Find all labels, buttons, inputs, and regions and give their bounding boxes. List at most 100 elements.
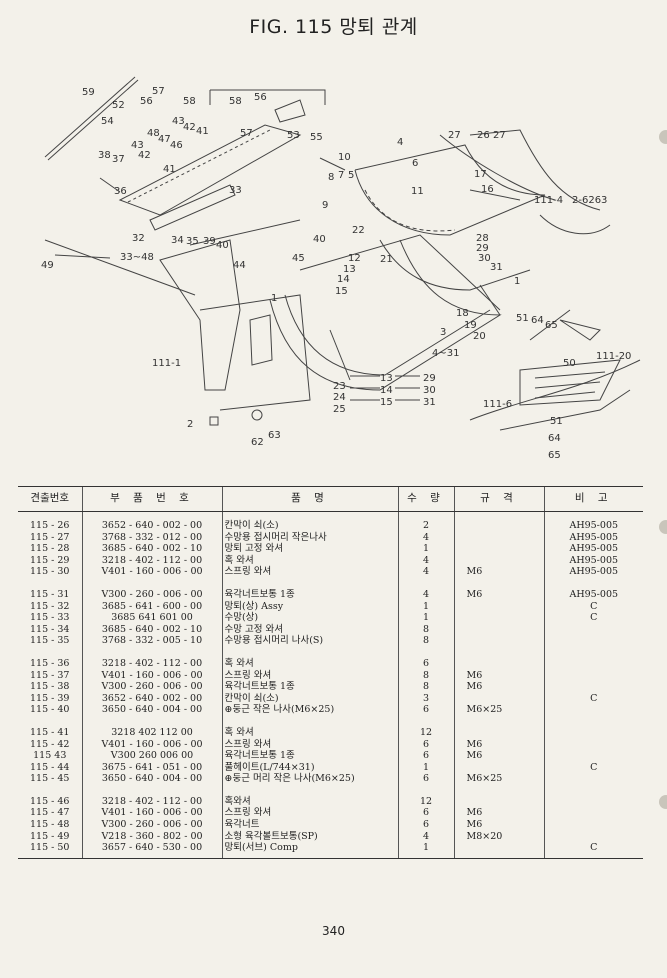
spacer-cell — [543, 784, 643, 796]
callout: 56 — [140, 96, 153, 107]
remark-cell — [543, 807, 643, 820]
part-name-cell: 스프링 와셔 — [221, 669, 398, 682]
part-number-cell: 3218 - 402 - 112 - 00 — [81, 554, 222, 567]
spec-cell — [453, 657, 544, 670]
part-name-cell: 혹 와셔 — [221, 554, 398, 567]
part-number-cell: V401 - 160 - 006 - 00 — [81, 669, 222, 682]
part-name-cell: 수망(상) — [221, 612, 398, 624]
callout: 33~48 — [120, 252, 154, 263]
part-index-cell: 115 - 45 — [30, 773, 70, 785]
callout: 51 — [516, 313, 529, 324]
part-name-cell: 수망 고정 와셔 — [221, 623, 398, 636]
callout: 13 — [380, 373, 393, 384]
spacer-cell — [397, 646, 454, 658]
part-number-cell: 3218 - 402 - 112 - 00 — [81, 657, 222, 670]
callout: 17 — [474, 169, 487, 180]
page-number: 340 — [322, 924, 345, 938]
quantity-cell: 4 — [397, 588, 454, 601]
part-name-cell: 혹와셔 — [221, 795, 398, 808]
spec-cell — [453, 511, 544, 532]
part-number-cell: 3685 - 641 - 600 - 00 — [81, 600, 222, 613]
part-number-cell: 3218 402 112 00 — [81, 726, 222, 739]
callout: 64 — [531, 315, 544, 326]
quantity-cell: 6 — [397, 807, 454, 820]
part-index-cell: 115 - 31 — [30, 588, 70, 600]
callout: 41 — [196, 126, 209, 137]
callout: 111-4 — [534, 195, 563, 206]
callout: 18 — [456, 308, 469, 319]
quantity-cell: 1 — [397, 612, 454, 624]
quantity-cell: 6 — [397, 657, 454, 670]
group-spacer — [18, 784, 643, 796]
quantity-cell: 12 — [397, 726, 454, 739]
part-index-cell: 115 - 34 — [30, 623, 70, 635]
spec-cell — [453, 761, 544, 774]
callout: 4 — [397, 137, 403, 148]
spec-cell — [453, 554, 544, 567]
part-index-cell: 115 43 — [33, 750, 67, 762]
part-index-cell: 115 - 28 — [30, 543, 70, 555]
callout: 42 — [138, 150, 151, 161]
binding-hole — [659, 795, 667, 809]
callout: 55 — [310, 132, 323, 143]
part-number-cell: 3685 - 640 - 002 - 10 — [81, 623, 222, 636]
callout: 29 — [476, 243, 489, 254]
part-name-cell: 수망용 접시머리 나사(S) — [221, 635, 398, 647]
part-number-cell: 3650 - 640 - 004 - 00 — [81, 704, 222, 716]
callout: 62 — [251, 437, 264, 448]
part-index-cell: 115 - 41 — [30, 726, 70, 738]
part-index-cell: 115 - 37 — [30, 669, 70, 681]
quantity-cell: 4 — [397, 531, 454, 544]
part-index-cell: 115 - 47 — [30, 807, 70, 819]
callout: 65 — [545, 320, 558, 331]
quantity-cell: 6 — [397, 704, 454, 716]
callout: 43 — [172, 116, 185, 127]
callout: 5 — [348, 170, 354, 181]
part-number-cell: 3685 641 601 00 — [81, 612, 222, 624]
spacer-cell — [221, 577, 398, 589]
part-name-cell: 망퇴(상) Assy — [221, 600, 398, 613]
header-remark: 비 고 — [543, 486, 643, 512]
spec-cell: M8×20 — [453, 830, 544, 843]
quantity-cell: 8 — [397, 669, 454, 682]
callout: 33 — [229, 185, 242, 196]
part-number-cell: 3652 - 640 - 002 - 00 — [81, 511, 222, 532]
remark-cell — [543, 738, 643, 751]
callout: 30 — [478, 253, 491, 264]
callout: 111-20 — [596, 351, 631, 362]
group-spacer — [18, 577, 643, 589]
remark-cell — [543, 623, 643, 636]
callout: 29 — [423, 373, 436, 384]
callout: 46 — [170, 140, 183, 151]
part-name-cell: 스프링 와셔 — [221, 807, 398, 820]
spec-cell: M6×25 — [453, 704, 544, 716]
spec-cell: M6 — [453, 750, 544, 762]
callout: 40 — [216, 240, 229, 251]
part-number-cell: V218 - 360 - 802 - 00 — [81, 830, 222, 843]
header-part-name: 품 명 — [221, 486, 398, 512]
spec-cell — [453, 692, 544, 705]
spec-cell: M6×25 — [453, 773, 544, 785]
part-index-cell: 115 - 29 — [30, 554, 70, 566]
spec-cell — [453, 543, 544, 555]
callout: 35 — [186, 236, 199, 247]
remark-cell — [543, 704, 643, 716]
remark-cell — [543, 773, 643, 785]
spacer-cell — [221, 715, 398, 727]
callout: 111-1 — [152, 358, 181, 369]
remark-cell: AH95-005 — [543, 543, 643, 555]
part-number-cell: 3657 - 640 - 530 - 00 — [81, 842, 222, 859]
spacer-cell — [81, 577, 222, 589]
callout: 52 — [112, 100, 125, 111]
part-name-cell: 수망용 접시머리 작은나사 — [221, 531, 398, 544]
callout: 50 — [563, 358, 576, 369]
callout: 19 — [464, 320, 477, 331]
